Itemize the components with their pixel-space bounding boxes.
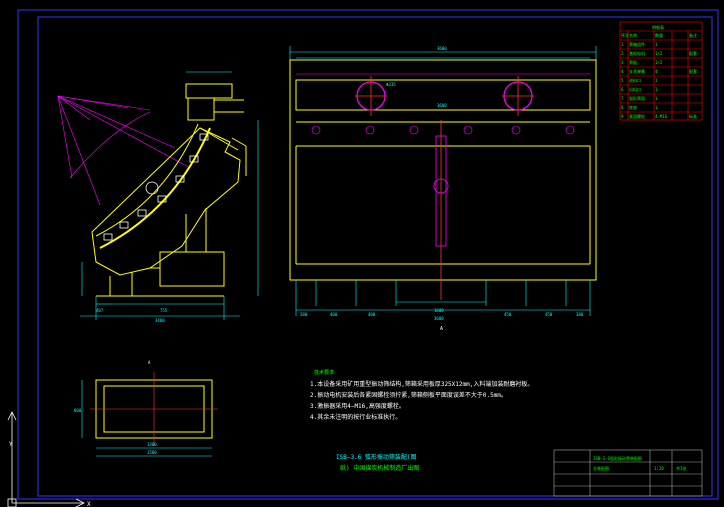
front-dim-b7: 380	[576, 312, 584, 317]
front-dim-inner: 3600	[437, 103, 447, 108]
front-dim-top: 3600	[437, 46, 447, 51]
title-block-name: ISB−3.6弧形振动筛装配图	[593, 455, 642, 461]
bom-cell: 7	[621, 96, 624, 101]
bom-cell: 4	[655, 69, 658, 74]
front-view	[289, 46, 597, 316]
bom-cell: 进料口	[629, 77, 641, 83]
bom-cell: 4	[621, 69, 624, 74]
side-dim-2: 755	[160, 308, 168, 313]
note-line-2: 2.振动电机安装后各紧固螺栓须拧紧,筛箱侧板平面度误差不大于0.5mm。	[310, 392, 507, 399]
side-dim-total: 3480	[155, 318, 165, 323]
caption-line-1: ISB−3.6 弧形振动筛装配(图	[336, 454, 417, 461]
notes-heading: 技术要求	[314, 370, 335, 376]
bom-cell: 紧固螺栓	[629, 113, 645, 119]
bom-cell: 2	[621, 51, 624, 56]
ucs-icon	[7, 411, 85, 507]
title-block-subtitle: 总装配图	[593, 465, 609, 471]
circle-dim: Φ335	[386, 82, 396, 87]
technical-notes: 技术要求 1.本设备采用矿用重型振动筛结构,筛箱采用板厚325X12mm,入料端…	[310, 368, 550, 423]
bom-cell: 1/2	[655, 51, 663, 56]
plan-dim-height: 800	[74, 408, 82, 413]
plan-dim-inner: 1380	[147, 442, 157, 447]
front-dim-b3: 400	[368, 312, 376, 317]
bom-cell: 6	[621, 87, 624, 92]
title-block-scale: 1:20	[654, 466, 664, 471]
front-dim-b5: 450	[504, 312, 512, 317]
bom-cell: 1	[655, 42, 658, 47]
bom-header-cell: 数量	[655, 32, 663, 38]
bom-header-cell: 名称	[629, 32, 637, 38]
bom-cell: 1	[655, 87, 658, 92]
bom-table	[619, 21, 703, 121]
side-dim-1: 487	[96, 308, 104, 313]
outer-border	[17, 9, 719, 500]
bom-cell: 支承弹簧	[629, 68, 645, 74]
bom-cell: 筛箱组件	[629, 41, 645, 47]
ucs-y-label: Y	[9, 441, 13, 448]
bom-header-cell: 备注	[689, 32, 697, 38]
bom-cell: 1/2	[655, 60, 663, 65]
bom-cell: 标准	[689, 113, 697, 119]
bom-cell: 1	[621, 42, 624, 47]
ucs-x-label: X	[87, 501, 91, 507]
front-dim-b4: 1600	[434, 308, 444, 313]
side-view	[57, 71, 259, 320]
plan-view-label: A	[148, 360, 151, 365]
bom-title: 明细表	[652, 24, 664, 30]
bom-cell: 1	[655, 96, 658, 101]
bom-cell: 3	[621, 60, 624, 65]
front-dim-b6: 450	[545, 312, 553, 317]
bom-cell: 出料口	[629, 86, 641, 92]
note-line-1: 1.本设备采用矿用重型振动筛结构,筛箱采用板厚325X12mm,入料端加装耐磨衬…	[310, 381, 534, 388]
front-dim-total: 3600	[434, 316, 444, 321]
note-line-3: 3.激振器采用4−M16,高强度螺栓。	[310, 403, 405, 410]
title-block-sheet: 共1张	[676, 465, 686, 471]
bom-cell: 配套	[689, 68, 697, 74]
bom-header-cell: 序号	[621, 32, 629, 38]
plan-dim-outer: 1580	[147, 450, 157, 455]
title-block	[553, 449, 703, 497]
bom-cell: 底座	[629, 104, 637, 110]
bom-cell: 筛板	[629, 59, 637, 65]
inner-border	[37, 16, 713, 497]
bom-cell: 1	[655, 78, 658, 83]
drawing-caption: ISB−3.6 弧形振动筛装配(图 纸) 中国煤炭机械制造厂出图	[336, 452, 419, 474]
bom-cell: 1	[655, 105, 658, 110]
front-dim-b2: 400	[330, 312, 338, 317]
bom-cell: 9	[621, 114, 624, 119]
front-view-label: A	[440, 326, 443, 332]
note-line-4: 4.其余未注明的按行业标准执行。	[310, 414, 402, 421]
bom-cell: 激振电机	[629, 50, 645, 56]
bom-cell: 8	[621, 105, 624, 110]
bom-cell: 配套	[689, 50, 697, 56]
plan-view	[81, 372, 218, 457]
bom-cell: 5	[621, 78, 624, 83]
caption-line-2: 纸) 中国煤炭机械制造厂出图	[340, 465, 420, 472]
bom-cell: 弧形筛面	[629, 95, 645, 101]
front-dim-b1: 380	[300, 312, 308, 317]
bom-cell: 4-M16	[655, 114, 668, 119]
